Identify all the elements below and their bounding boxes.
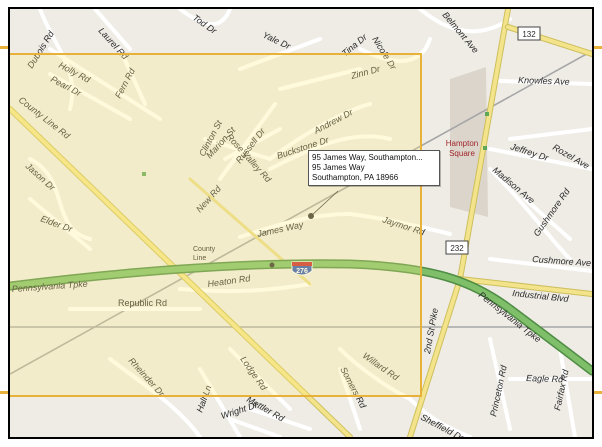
road-tod: [178, 9, 232, 27]
road-wright: [228, 417, 282, 437]
popup-line-3: Southampton, PA 18966: [312, 173, 399, 182]
interstate-276-shield[interactable]: 276: [291, 261, 313, 276]
label-knowles: Knowles Ave: [518, 75, 570, 87]
popup-line-1[interactable]: 95 James Way, Southampton...: [312, 153, 423, 162]
label-eagle: Eagle Rd: [526, 373, 564, 384]
road-cushmore: [488, 257, 592, 273]
interstate-276-label: 276: [296, 268, 308, 275]
park-marker-1: [485, 112, 489, 116]
place-county-line-1: County: [193, 246, 216, 253]
road-jaymor: [348, 212, 452, 236]
road-fern: [118, 47, 147, 106]
label-cushmore: Cushmore Ave: [532, 254, 592, 268]
road-madison: [488, 167, 572, 261]
road-hall: [198, 367, 242, 437]
road-laurel: [93, 9, 132, 51]
popup-pointer: [310, 190, 339, 217]
road-knowles: [498, 79, 592, 86]
road-rose-valley: [218, 102, 277, 181]
road-gushmore: [523, 197, 572, 241]
road-elder: [28, 197, 92, 251]
road-buckstone: [268, 134, 392, 171]
road-holly: [48, 47, 162, 121]
poi-label-line1[interactable]: Hampton: [446, 139, 478, 148]
park-marker-3: [142, 172, 146, 176]
road-somers: [338, 367, 362, 431]
road-princeton: [488, 337, 512, 431]
label-republic: Republic Rd: [118, 298, 167, 308]
road-belmont: [418, 9, 512, 34]
park-marker-2: [483, 146, 487, 150]
map-canvas[interactable]: 276 132 232 Hampton Square County Line D…: [10, 9, 592, 437]
road-rozel: [508, 127, 592, 141]
road-jeffrey: [488, 147, 592, 171]
poi-label-line2[interactable]: Square: [449, 149, 475, 158]
road-sheffield: [408, 397, 472, 437]
pennsylvania-turnpike: [10, 259, 592, 376]
route-232-label: 232: [450, 244, 464, 253]
minor-roads: [28, 9, 592, 437]
road-andrew: [268, 102, 372, 161]
road-zinn: [278, 67, 362, 91]
road-rheinder: [108, 357, 202, 437]
route-132-shield[interactable]: 132: [517, 26, 541, 41]
route-132-label: 132: [522, 30, 536, 39]
road-pearl: [48, 72, 132, 121]
rail-line-diagonal: [10, 50, 592, 375]
map-frame[interactable]: 276 132 232 Hampton Square County Line D…: [8, 7, 594, 439]
road-fairfax: [558, 347, 577, 437]
road-jason: [28, 157, 92, 241]
road-lodge: [228, 347, 292, 411]
road-russell: [223, 127, 282, 161]
road-industrial: [458, 277, 592, 296]
road-mettler: [248, 407, 312, 431]
rail-lines: [10, 50, 592, 375]
place-county-line-2: Line: [193, 255, 206, 262]
county-line-marker: [269, 262, 275, 268]
road-clinton: [203, 137, 272, 161]
location-popup[interactable]: 95 James Way, Southampton... 95 James Wa…: [308, 150, 440, 186]
popup-line-2: 95 James Way: [312, 163, 365, 172]
route-232-shield[interactable]: 232: [445, 240, 469, 255]
